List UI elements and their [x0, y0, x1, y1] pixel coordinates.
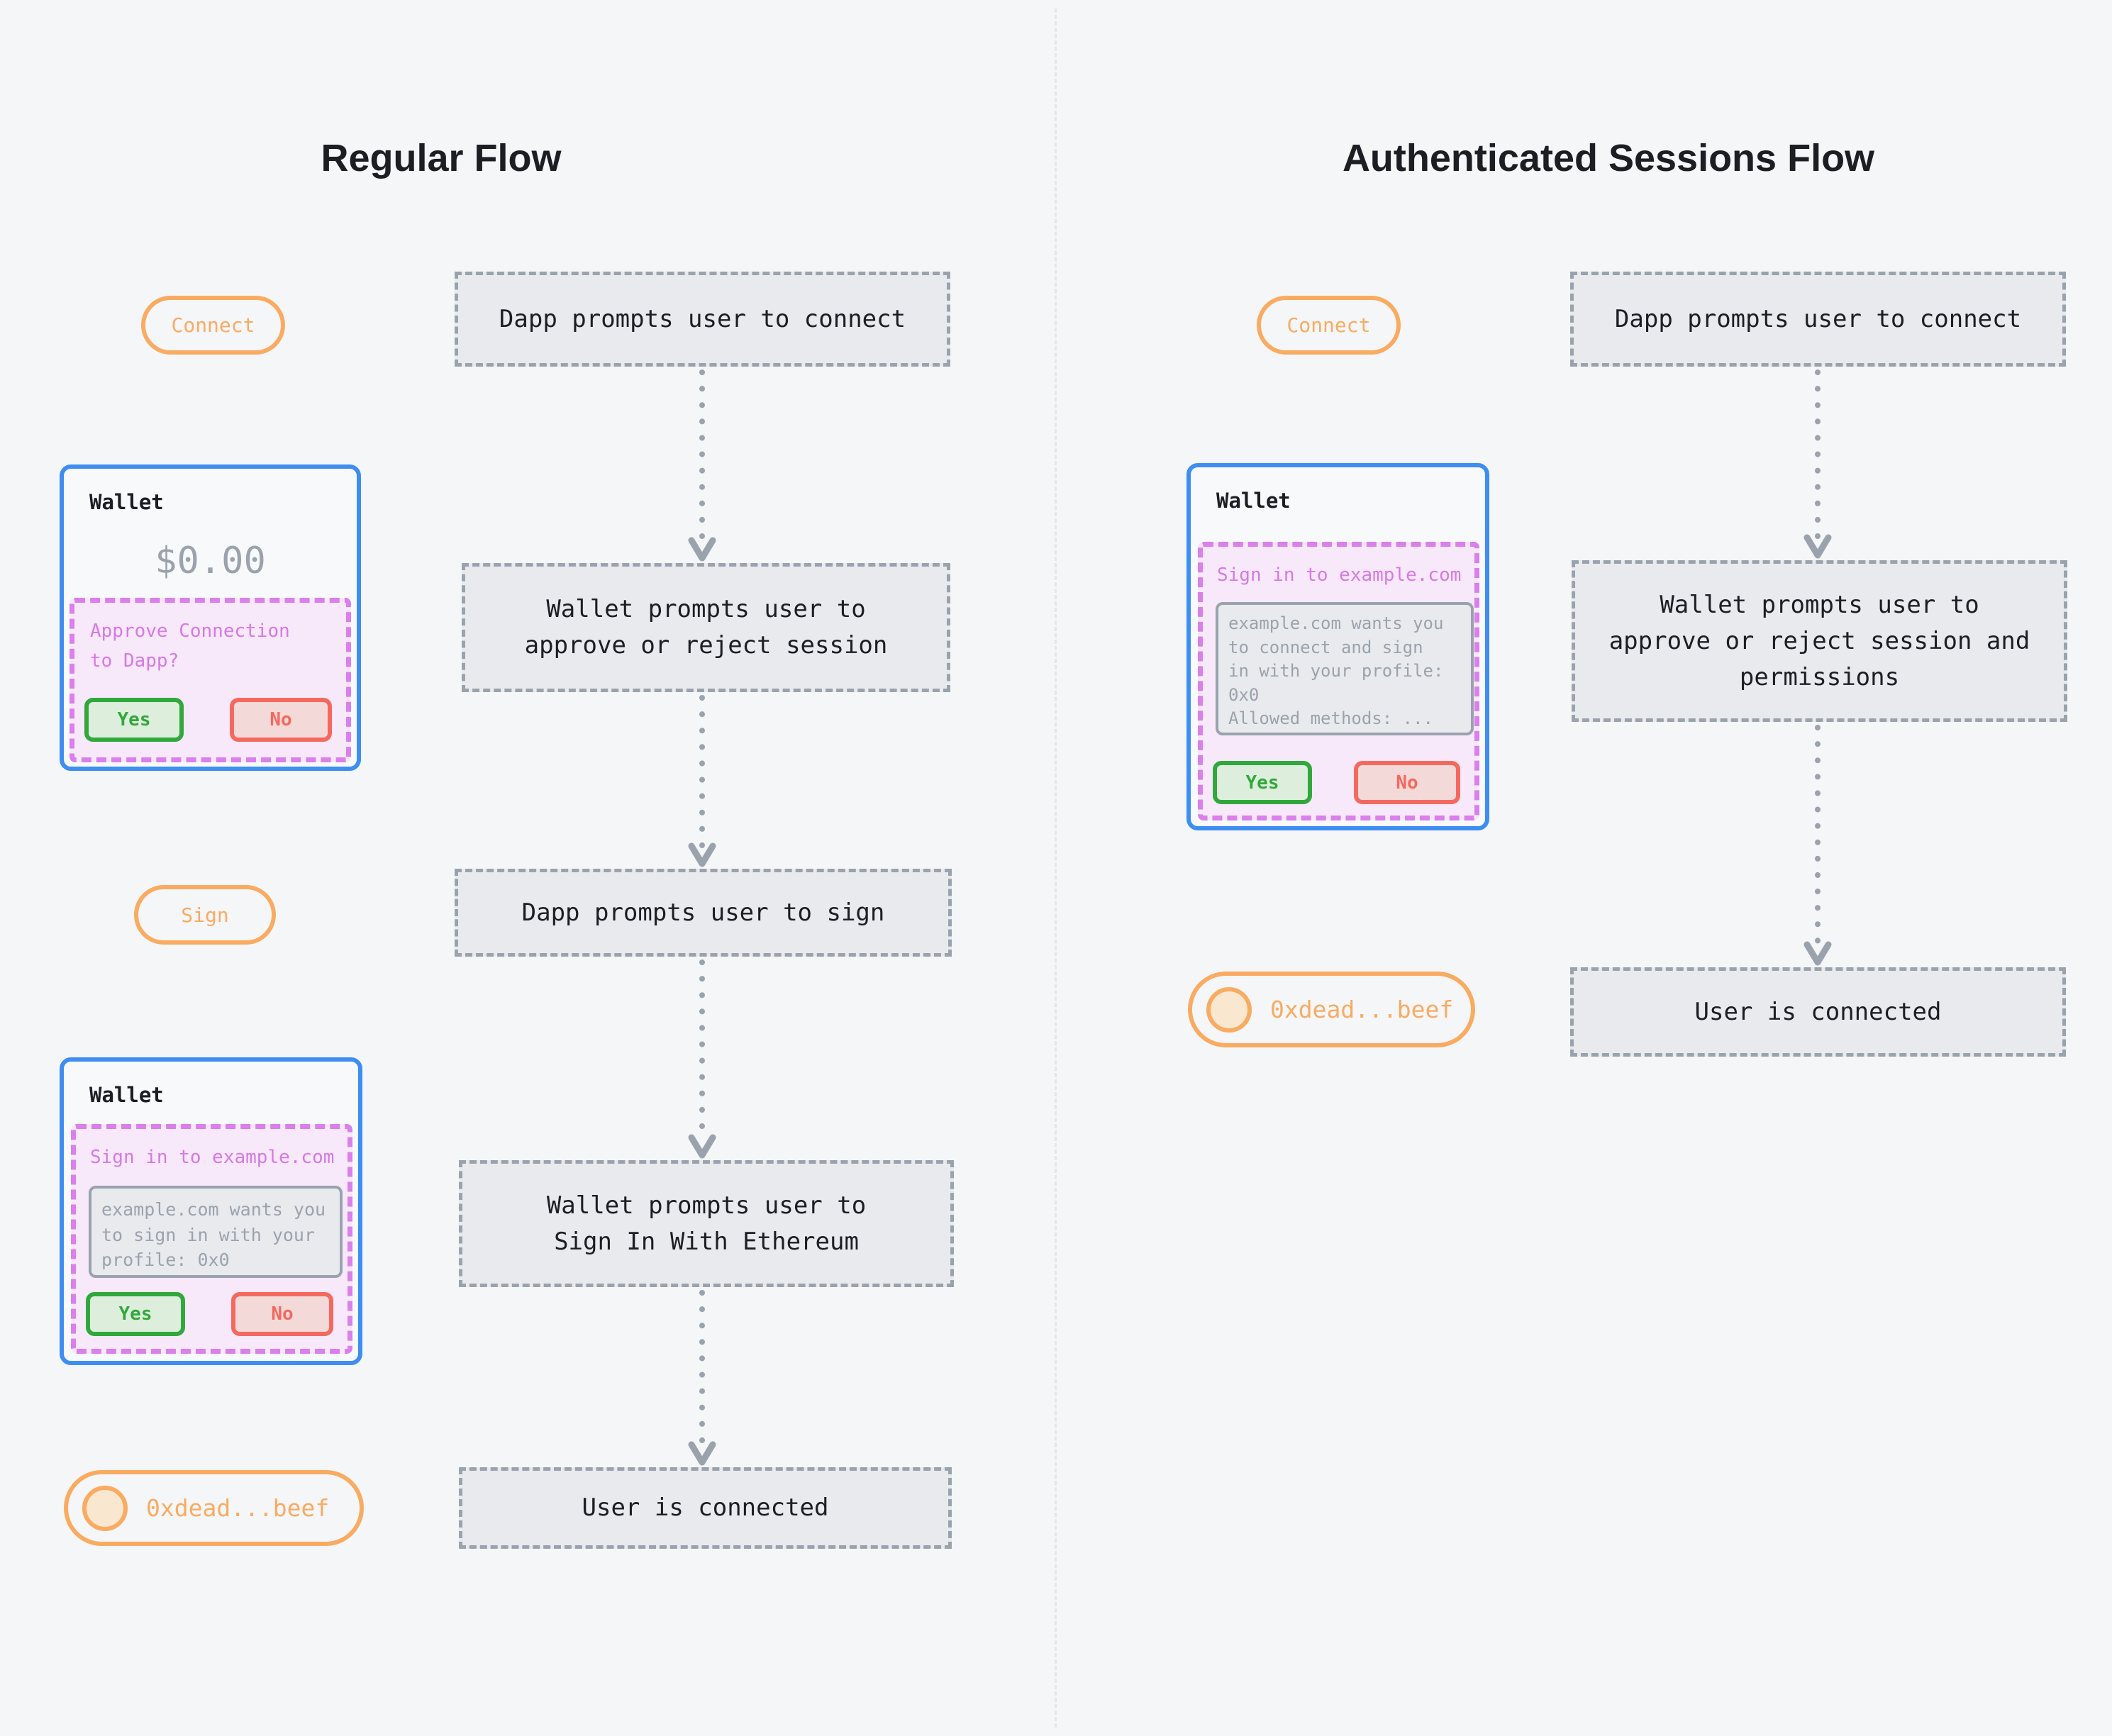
wallet-title: Wallet [89, 1083, 164, 1107]
flow-arrow [688, 369, 716, 562]
approval-dialog: Approve Connection to Dapp? Yes No [70, 598, 351, 762]
no-button[interactable]: No [230, 698, 332, 742]
flow-arrow [688, 959, 716, 1159]
right-flow-title: Authenticated Sessions Flow [1342, 137, 1875, 179]
wallet-card-approve: Wallet $0.00 Approve Connection to Dapp?… [60, 464, 361, 771]
flow-step-dapp-connect: Dapp prompts user to connect [1570, 272, 2066, 367]
yes-button[interactable]: Yes [1213, 761, 1312, 804]
address-pill[interactable]: 0xdead...beef [1188, 972, 1475, 1047]
flow-step-text: Dapp prompts user to connect [499, 304, 906, 333]
address-label: 0xdead...beef [146, 1494, 330, 1522]
flow-arrow [688, 695, 716, 867]
flow-step-wallet-session: Wallet prompts user to approve or reject… [462, 563, 950, 692]
wallet-balance: $0.00 [155, 540, 266, 582]
no-button[interactable]: No [1354, 761, 1460, 804]
signin-prompt: Sign in to example.com [90, 1147, 335, 1168]
yes-button[interactable]: Yes [86, 1292, 185, 1336]
wallet-card-sign: Wallet Sign in to example.com example.co… [1186, 463, 1489, 830]
wallet-avatar-icon [1206, 986, 1252, 1033]
flow-arrow [1803, 725, 1832, 966]
flow-arrow [1803, 369, 1832, 559]
flow-step-dapp-connect: Dapp prompts user to connect [455, 272, 950, 367]
flow-step-wallet-session-permissions: Wallet prompts user to approve or reject… [1572, 560, 2067, 722]
column-divider [1055, 9, 1057, 1727]
connect-pill-label: Connect [171, 313, 255, 337]
connect-pill[interactable]: Connect [141, 296, 285, 355]
flow-step-dapp-sign: Dapp prompts user to sign [455, 869, 952, 957]
flow-step-user-connected: User is connected [459, 1467, 952, 1549]
wallet-title: Wallet [89, 490, 164, 514]
flow-arrow [688, 1290, 716, 1466]
sign-pill-label: Sign [181, 903, 229, 927]
signin-dialog: Sign in to example.com example.com wants… [71, 1124, 352, 1354]
sign-pill[interactable]: Sign [134, 885, 276, 945]
flow-step-user-connected: User is connected [1570, 967, 2066, 1057]
signin-prompt: Sign in to example.com [1217, 564, 1462, 586]
left-flow-title: Regular Flow [321, 137, 562, 179]
address-label: 0xdead...beef [1270, 996, 1454, 1023]
signin-message-box: example.com wants you to sign in with yo… [89, 1186, 343, 1278]
flow-step-wallet-siwe: Wallet prompts user to Sign In With Ethe… [459, 1160, 954, 1287]
connect-pill-label: Connect [1286, 313, 1371, 337]
address-pill[interactable]: 0xdead...beef [64, 1470, 364, 1546]
wallet-title: Wallet [1216, 489, 1291, 513]
yes-button[interactable]: Yes [84, 698, 184, 742]
connect-pill[interactable]: Connect [1257, 296, 1401, 355]
signin-dialog: Sign in to example.com example.com wants… [1198, 542, 1479, 820]
signin-message-box: example.com wants you to connect and sig… [1216, 602, 1474, 735]
approval-prompt: Approve Connection to Dapp? [90, 621, 290, 672]
no-button[interactable]: No [231, 1292, 333, 1336]
wallet-card-sign: Wallet Sign in to example.com example.co… [60, 1057, 362, 1365]
wallet-avatar-icon [82, 1485, 128, 1531]
